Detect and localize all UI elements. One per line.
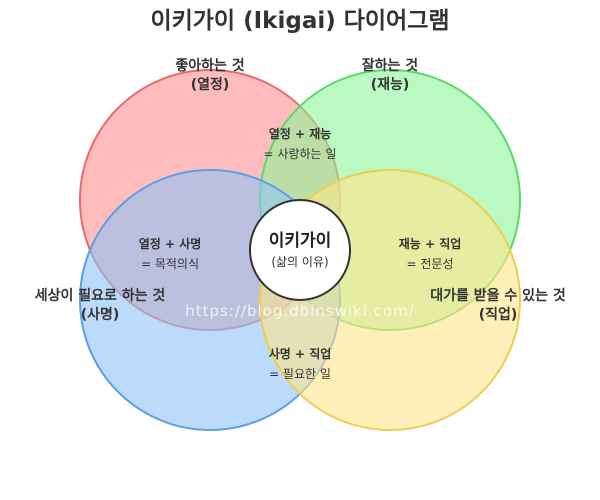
overlap-passion-talent-line2: = 사랑하는 일 (264, 147, 337, 161)
passion-label-line2: (열정) (191, 76, 230, 93)
overlap-talent-vocation: 재능 + 직업 = 전문성 (399, 236, 462, 271)
overlap-talent-vocation-line2: = 전문성 (407, 257, 454, 271)
vocation-label-line1: 대가를 받을 수 있는 것 (430, 287, 566, 304)
center-circle (249, 199, 351, 301)
overlap-mission-vocation-line1: 사명 + 직업 (269, 346, 332, 361)
overlap-talent-vocation-line1: 재능 + 직업 (399, 236, 462, 251)
center-title: 이키가이 (269, 231, 332, 251)
talent-label-line1: 잘하는 것 (362, 57, 419, 74)
diagram-title: 이키가이 (Ikigai) 다이어그램 (150, 8, 449, 34)
overlap-mission-vocation: 사명 + 직업 = 필요한 일 (269, 346, 332, 381)
overlap-passion-talent-line1: 열정 + 재능 (269, 126, 332, 141)
center-subtitle: (삶의 이유) (271, 255, 328, 269)
passion-label-line1: 좋아하는 것 (175, 57, 244, 74)
talent-label-line2: (재능) (371, 77, 410, 93)
overlap-passion-mission-line1: 열정 + 사명 (139, 236, 202, 251)
overlap-mission-vocation-line2: = 필요한 일 (269, 367, 331, 381)
overlap-passion-mission-line2: = 목적의식 (141, 257, 199, 271)
vocation-label: 대가를 받을 수 있는 것 (직업) (430, 287, 566, 323)
overlap-passion-talent: 열정 + 재능 = 사랑하는 일 (264, 126, 337, 161)
passion-label: 좋아하는 것 (열정) (175, 57, 244, 93)
overlap-passion-mission: 열정 + 사명 = 목적의식 (139, 236, 202, 271)
mission-label: 세상이 필요로 하는 것 (사명) (35, 287, 166, 323)
talent-label: 잘하는 것 (재능) (362, 57, 419, 93)
mission-label-line1: 세상이 필요로 하는 것 (35, 287, 166, 304)
watermark: https://blog.dbinswiki.com/ (185, 302, 415, 320)
vocation-label-line2: (직업) (479, 306, 518, 323)
mission-label-line2: (사명) (81, 306, 120, 323)
